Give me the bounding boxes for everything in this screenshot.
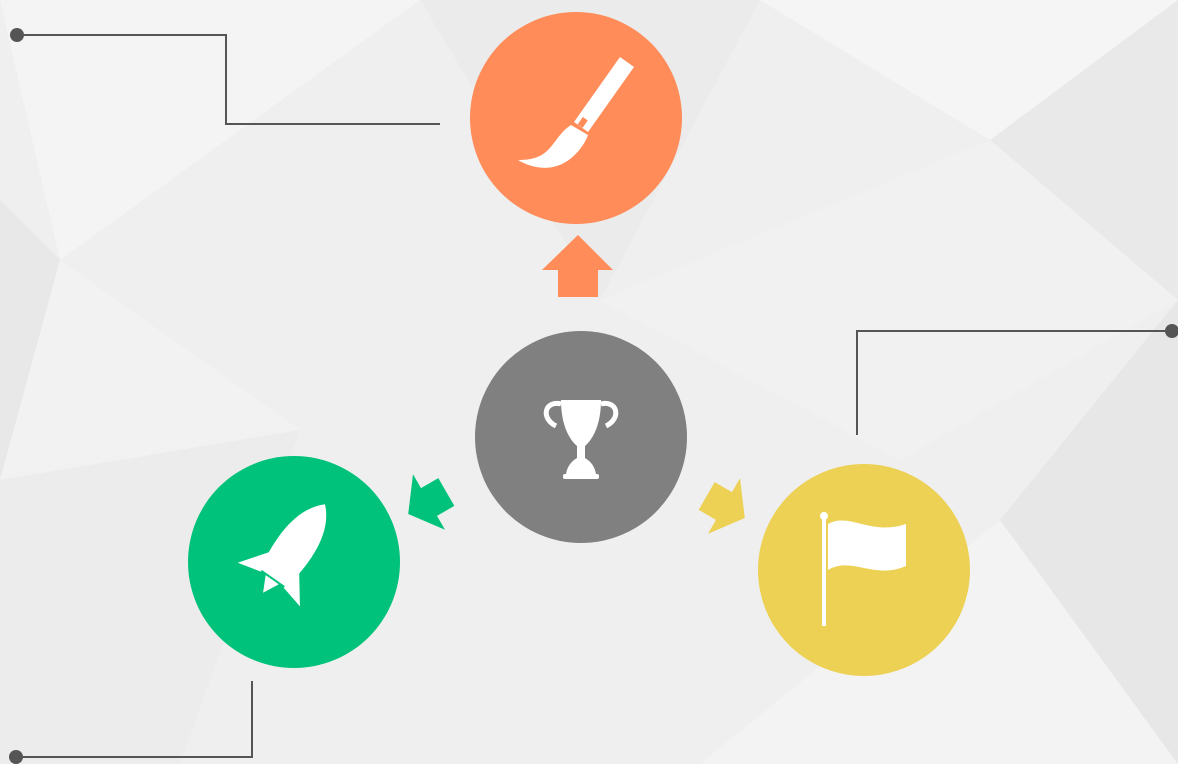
paintbrush-notch bbox=[577, 117, 588, 128]
connector-top-left bbox=[10, 28, 440, 125]
node-right bbox=[758, 464, 970, 676]
arrow-down-right bbox=[698, 478, 745, 534]
rocket-icon bbox=[237, 504, 327, 607]
trophy-icon bbox=[543, 400, 619, 479]
connector-bottom-left bbox=[9, 681, 253, 764]
flag-icon bbox=[820, 512, 906, 626]
arrow-up bbox=[542, 235, 613, 297]
node-center bbox=[475, 331, 687, 543]
connector-right bbox=[856, 324, 1178, 435]
arrow-down-left bbox=[408, 474, 455, 530]
connector-dot bbox=[10, 28, 24, 42]
connector-dot bbox=[9, 750, 23, 764]
node-right-circle bbox=[758, 464, 970, 676]
node-top-circle bbox=[470, 12, 682, 224]
node-left bbox=[188, 456, 400, 668]
node-top bbox=[470, 12, 682, 224]
paintbrush-icon bbox=[518, 57, 634, 168]
connector-dot bbox=[1165, 324, 1178, 338]
